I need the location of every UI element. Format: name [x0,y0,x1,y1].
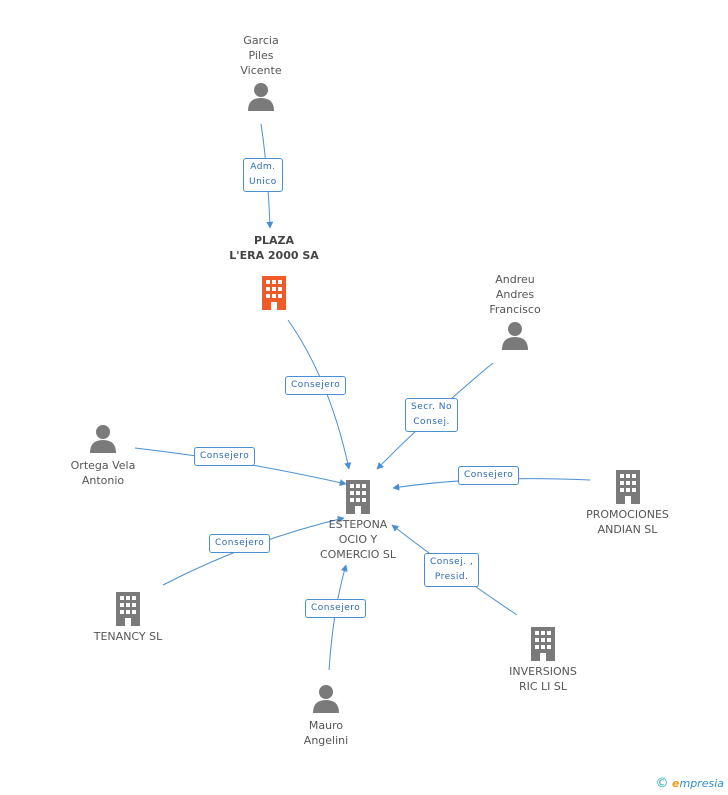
node-garcia[interactable]: Garcia Piles Vicente [221,33,301,112]
brand-e: e [672,777,680,790]
person-icon [248,83,274,111]
node-tenancy[interactable]: TENANCY SL [83,590,173,644]
node-ortega-name: Ortega Vela Antonio [70,459,136,487]
edge-label-consejero-tenancy[interactable]: Consejero [209,534,271,553]
node-promociones[interactable]: PROMOCIONES ANDIAN SL [575,468,680,537]
edge-label-secr-no-consej[interactable]: Secr. No Consej. [405,398,459,432]
building-icon [346,480,370,514]
person-icon [313,685,339,713]
person-icon [90,425,116,453]
node-plaza-name: PLAZA L'ERA 2000 SA [229,234,319,262]
node-inversiones[interactable]: INVERSIONS RIC LI SL [493,625,593,694]
node-mauro-name: Mauro Angelini [303,719,349,747]
edge-label-consej-presid[interactable]: Consej. , Presid. [424,553,480,587]
node-ortega[interactable]: Ortega Vela Antonio [58,424,148,488]
node-andreu[interactable]: Andreu Andres Francisco [475,272,555,351]
edge-label-consejero-promociones[interactable]: Consejero [458,466,520,485]
node-estepona-name: ESTEPONA OCIO Y COMERCIO SL [319,518,397,561]
node-mauro[interactable]: Mauro Angelini [286,684,366,748]
node-garcia-name: Garcia Piles Vicente [240,34,282,77]
node-andreu-name: Andreu Andres Francisco [489,273,541,316]
copyright-symbol: © [655,776,669,791]
edge-label-consejero-mauro[interactable]: Consejero [305,599,367,618]
edge-label-consejero-plaza[interactable]: Consejero [285,376,347,395]
edge-label-consejero-ortega[interactable]: Consejero [194,447,256,466]
building-icon [262,276,286,310]
brand-rest: mpresia [679,777,724,790]
empresia-logo: © empresia [656,776,724,791]
edge-label-adm-unico[interactable]: Adm. Unico [243,158,283,192]
node-tenancy-name: TENANCY SL [93,630,163,643]
node-plaza[interactable]: PLAZA L'ERA 2000 SA [214,233,334,310]
node-inversiones-name: INVERSIONS RIC LI SL [509,665,577,693]
building-icon [615,470,640,504]
node-estepona[interactable]: ESTEPONA OCIO Y COMERCIO SL [308,478,408,562]
building-icon [116,592,140,626]
building-icon [531,627,555,661]
node-promociones-name: PROMOCIONES ANDIAN SL [586,508,669,536]
person-icon [502,322,528,350]
